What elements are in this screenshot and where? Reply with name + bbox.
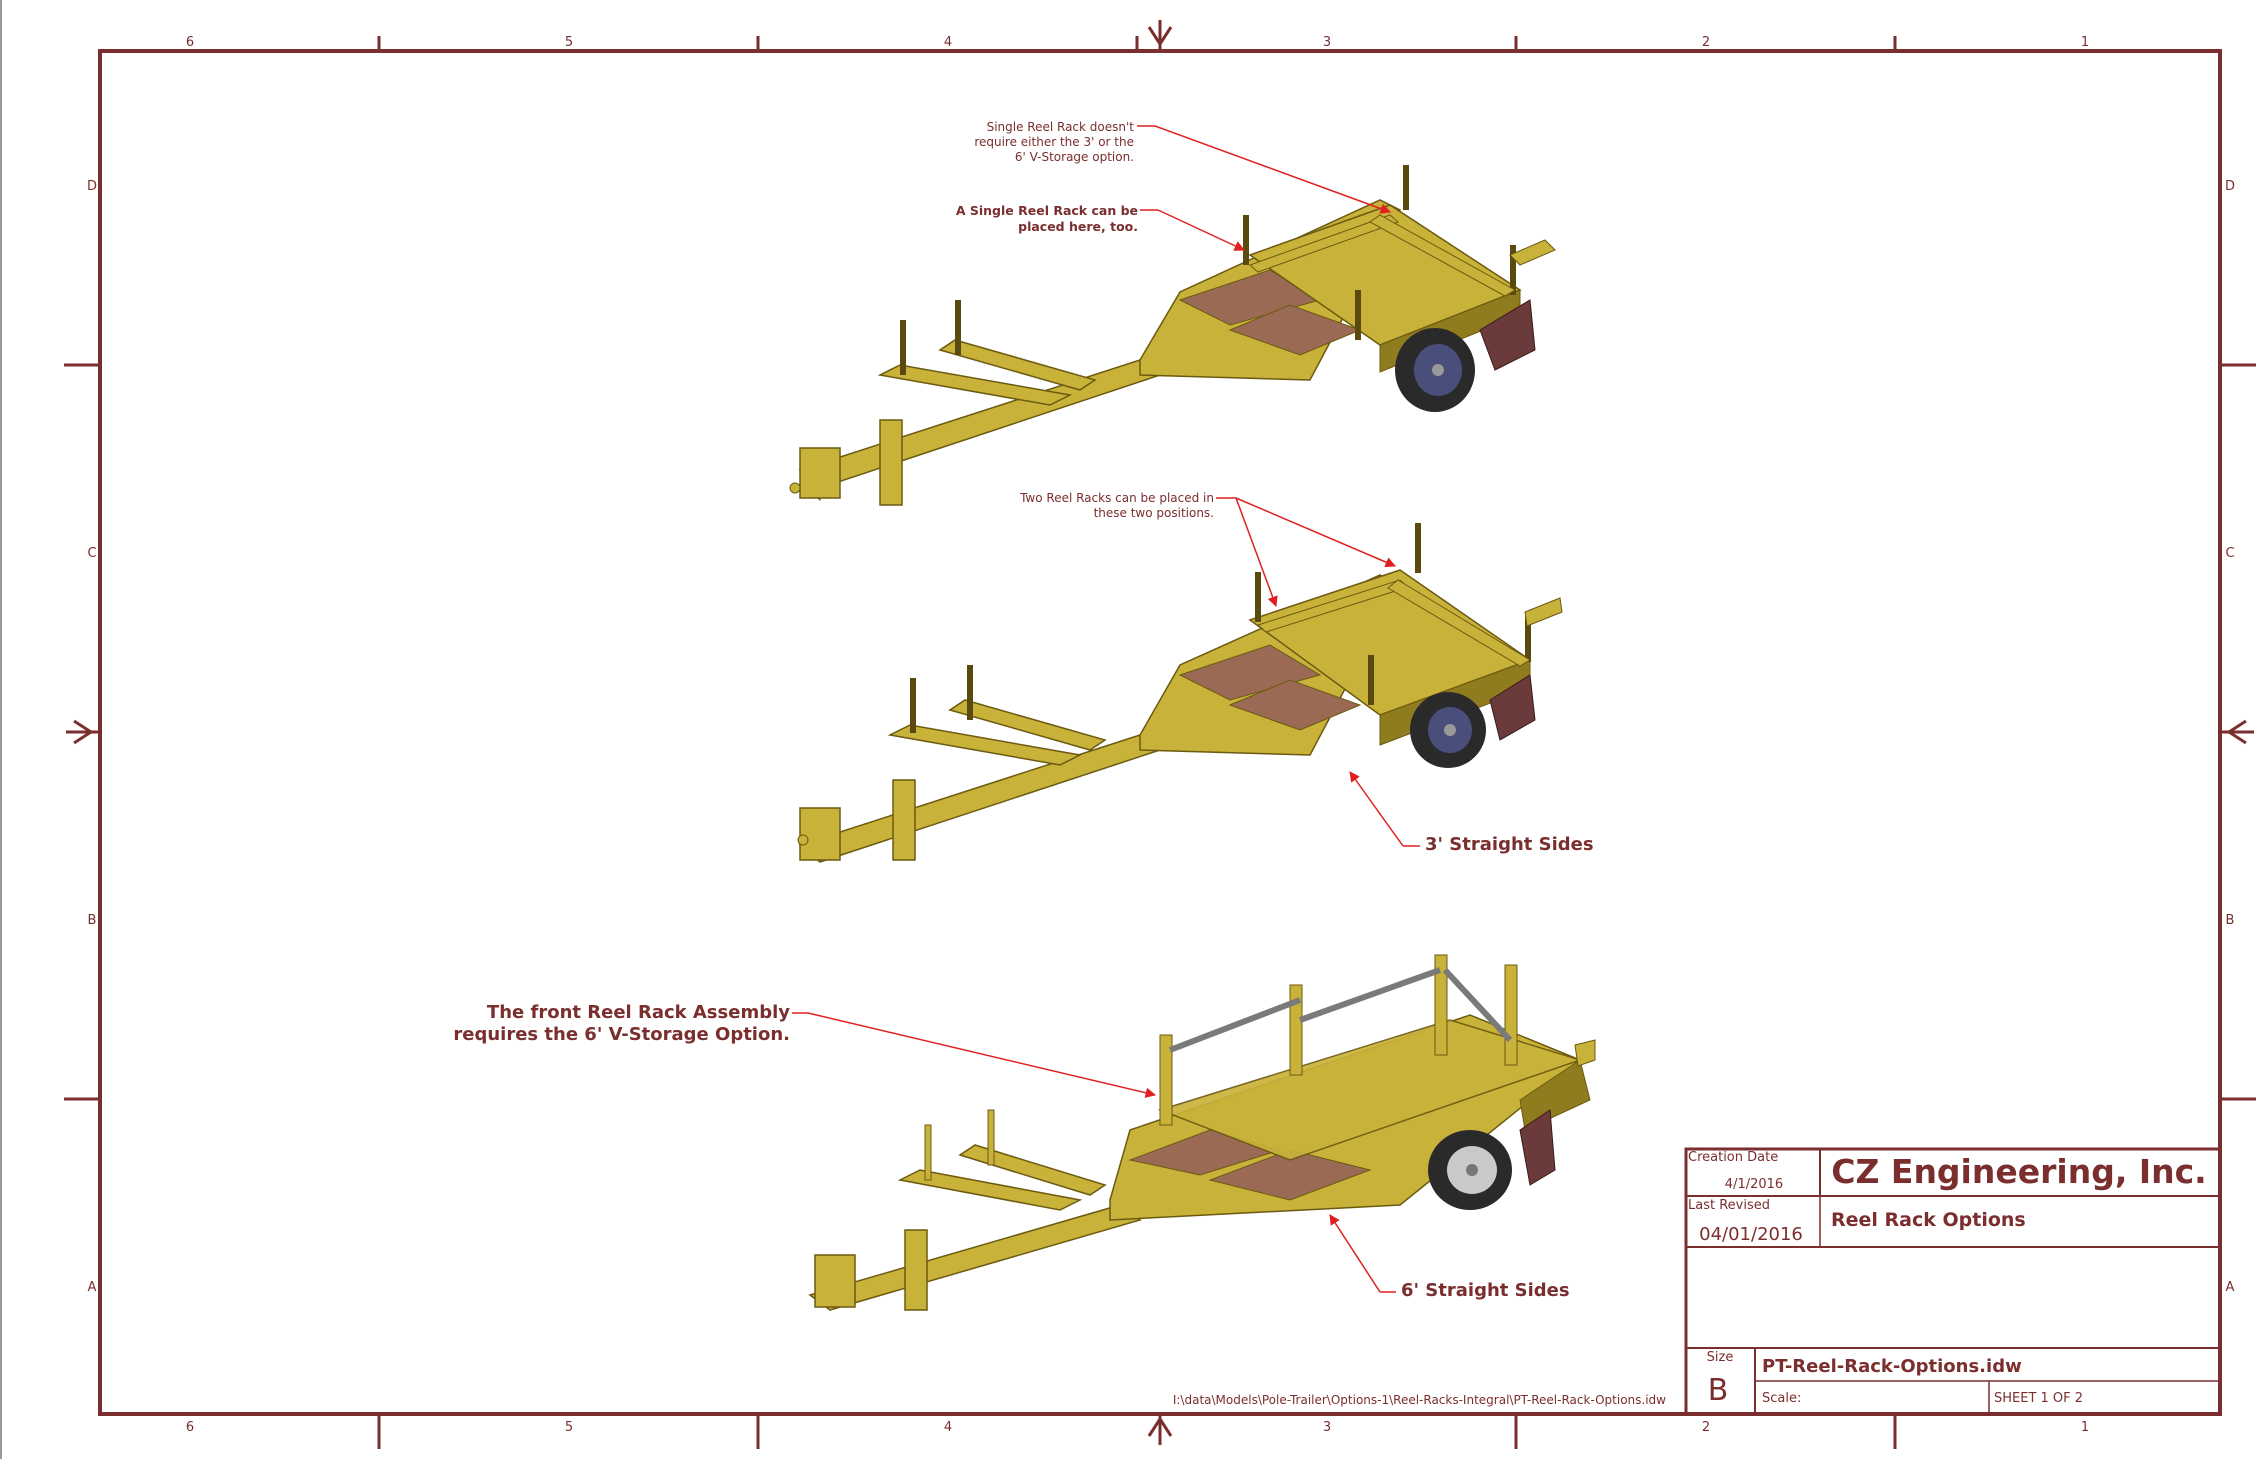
callout-arrow	[1235, 497, 1278, 607]
callout-text-line: Single Reel Rack doesn't	[987, 120, 1135, 134]
trailer-illustration	[797, 523, 1563, 863]
zone-labels-top: 6 5 4 3 2 1	[186, 35, 2089, 50]
callout-text-line: placed here, too.	[1018, 219, 1138, 234]
callout-arrow	[1329, 1214, 1381, 1293]
zone-label-right-A: A	[2226, 1280, 2235, 1295]
zone-labels-right: D C B A	[2225, 179, 2235, 1295]
zone-label-top-4: 4	[944, 35, 952, 50]
trailer-illustration	[789, 165, 1556, 506]
side-label-6ft: 6' Straight Sides	[1401, 1280, 1570, 1301]
callout-arrow	[1349, 771, 1404, 847]
callout-text-line: 6' V-Storage option.	[1015, 150, 1134, 164]
zone-label-right-C: C	[2225, 546, 2234, 561]
trailer-view-3ft-sides: Two Reel Racks can be placed in these tw…	[797, 491, 1594, 863]
zone-label-bottom-2: 2	[1702, 1420, 1710, 1435]
last-revised-label: Last Revised	[1688, 1198, 1770, 1213]
creation-date-label: Creation Date	[1688, 1150, 1778, 1165]
company-name: CZ Engineering, Inc.	[1831, 1152, 2206, 1191]
zone-label-bottom-3: 3	[1323, 1420, 1331, 1435]
title-block	[1684, 1147, 2222, 1416]
callout-text-line: these two positions.	[1094, 506, 1214, 520]
zone-labels-left: D C B A	[87, 179, 97, 1295]
callout-arrow	[1235, 497, 1396, 568]
creation-date-value: 4/1/2016	[1725, 1177, 1783, 1192]
zone-label-left-A: A	[88, 1280, 97, 1295]
sheet-size: B	[1708, 1373, 1729, 1408]
zone-label-right-B: B	[2226, 913, 2235, 928]
zone-label-bottom-6: 6	[186, 1420, 194, 1435]
callout-text-line: require either the 3' or the	[974, 135, 1134, 149]
zone-label-bottom-5: 5	[565, 1420, 573, 1435]
zone-label-right-D: D	[2225, 179, 2235, 194]
sheet-number: SHEET 1 OF 2	[1994, 1391, 2083, 1406]
last-revised-value: 04/01/2016	[1699, 1224, 1803, 1245]
trailer-view-single-rack: Single Reel Rack doesn't require either …	[789, 120, 1556, 506]
size-label: Size	[1707, 1350, 1734, 1365]
side-label-3ft: 3' Straight Sides	[1425, 834, 1594, 855]
scale-label: Scale:	[1762, 1391, 1801, 1406]
zone-label-bottom-4: 4	[944, 1420, 952, 1435]
callout-text-line: requires the 6' V-Storage Option.	[453, 1024, 790, 1045]
trailer-illustration	[808, 954, 1596, 1311]
callout-arrow	[807, 1012, 1157, 1098]
zone-label-top-2: 2	[1702, 35, 1710, 50]
file-path: I:\data\Models\Pole-Trailer\Options-1\Re…	[1173, 1393, 1666, 1407]
callout-arrow	[1154, 125, 1391, 214]
callout-text-line: The front Reel Rack Assembly	[487, 1002, 790, 1023]
drawing-filename: PT-Reel-Rack-Options.idw	[1762, 1356, 2022, 1377]
callout-text-line: A Single Reel Rack can be	[956, 203, 1138, 218]
zone-label-top-3: 3	[1323, 35, 1331, 50]
zone-label-top-5: 5	[565, 35, 573, 50]
zone-label-bottom-1: 1	[2081, 1420, 2089, 1435]
zone-label-left-B: B	[88, 913, 97, 928]
center-marks	[66, 20, 2254, 1445]
callout-text-line: Two Reel Racks can be placed in	[1019, 491, 1214, 505]
drawing-title: Reel Rack Options	[1831, 1209, 2026, 1231]
zone-labels-bottom: 6 5 4 3 2 1	[186, 1420, 2089, 1435]
zone-label-top-6: 6	[186, 35, 194, 50]
zone-label-top-1: 1	[2081, 35, 2089, 50]
zone-label-left-D: D	[87, 179, 97, 194]
zone-label-left-C: C	[87, 546, 96, 561]
trailer-view-6ft-sides: The front Reel Rack Assembly requires th…	[453, 954, 1596, 1311]
callout-arrow	[1157, 209, 1245, 251]
